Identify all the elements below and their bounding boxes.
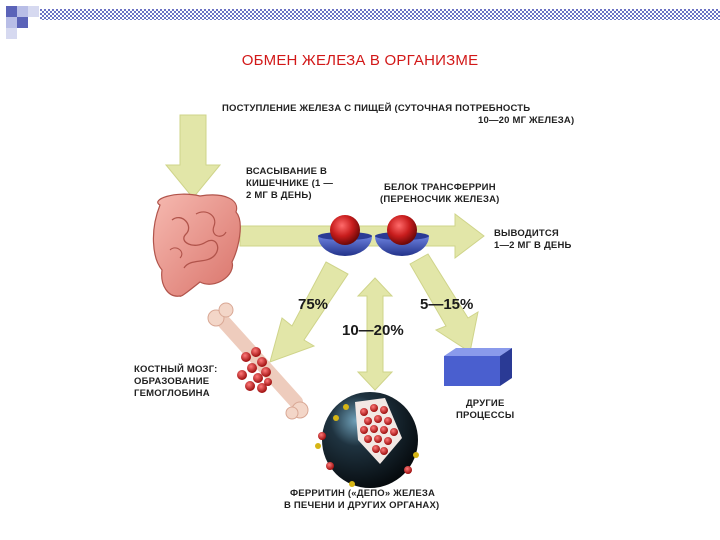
- absorption-label-line3: 2 МГ В ДЕНЬ): [246, 190, 333, 202]
- excreted-label-line1: ВЫВОДИТСЯ: [494, 228, 572, 240]
- absorption-label-line1: ВСАСЫВАНИЕ В: [246, 166, 333, 178]
- excreted-label: ВЫВОДИТСЯ 1—2 МГ В ДЕНЬ: [494, 228, 572, 252]
- intake-label-line2: 10—20 МГ ЖЕЛЕЗА): [222, 115, 574, 127]
- marrow-label-line1: КОСТНЫЙ МОЗГ:: [134, 364, 218, 376]
- transferrin-label-line2: (ПЕРЕНОСЧИК ЖЕЛЕЗА): [380, 194, 500, 206]
- ferritin-label-line1: ФЕРРИТИН («ДЕПО» ЖЕЛЕЗА: [284, 488, 439, 500]
- other-label-line2: ПРОЦЕССЫ: [456, 410, 514, 422]
- intake-label-line1: ПОСТУПЛЕНИЕ ЖЕЛЕЗА С ПИЩЕЙ (СУТОЧНАЯ ПОТ…: [222, 103, 574, 115]
- ferritin-sphere: [315, 392, 419, 488]
- other-label-line1: ДРУГИЕ: [456, 398, 514, 410]
- marrow-label: КОСТНЫЙ МОЗГ: ОБРАЗОВАНИЕ ГЕМОГЛОБИНА: [134, 364, 218, 400]
- intake-label: ПОСТУПЛЕНИЕ ЖЕЛЕЗА С ПИЩЕЙ (СУТОЧНАЯ ПОТ…: [222, 103, 574, 127]
- ferritin-label-line2: В ПЕЧЕНИ И ДРУГИХ ОРГАНАХ): [284, 500, 439, 512]
- excreted-label-line2: 1—2 МГ В ДЕНЬ: [494, 240, 572, 252]
- marrow-red-cells: [237, 347, 272, 393]
- transferrin-label-line1: БЕЛОК ТРАНСФЕРРИН: [380, 182, 500, 194]
- other-label: ДРУГИЕ ПРОЦЕССЫ: [456, 398, 514, 422]
- ferritin-label: ФЕРРИТИН («ДЕПО» ЖЕЛЕЗА В ПЕЧЕНИ И ДРУГИ…: [284, 488, 439, 512]
- marrow-label-line3: ГЕМОГЛОБИНА: [134, 388, 218, 400]
- other-processes-box: [444, 348, 512, 386]
- absorption-label-line2: КИШЕЧНИКЕ (1 —: [246, 178, 333, 190]
- ferritin-percentage: 10—20%: [342, 322, 404, 339]
- marrow-percentage: 75%: [298, 296, 328, 313]
- intestine-illustration: [153, 194, 240, 296]
- other-percentage: 5—15%: [420, 296, 473, 313]
- absorption-label: ВСАСЫВАНИЕ В КИШЕЧНИКЕ (1 — 2 МГ В ДЕНЬ): [246, 166, 333, 202]
- transferrin-label: БЕЛОК ТРАНСФЕРРИН (ПЕРЕНОСЧИК ЖЕЛЕЗА): [380, 182, 500, 206]
- marrow-label-line2: ОБРАЗОВАНИЕ: [134, 376, 218, 388]
- intake-arrow: [166, 115, 220, 198]
